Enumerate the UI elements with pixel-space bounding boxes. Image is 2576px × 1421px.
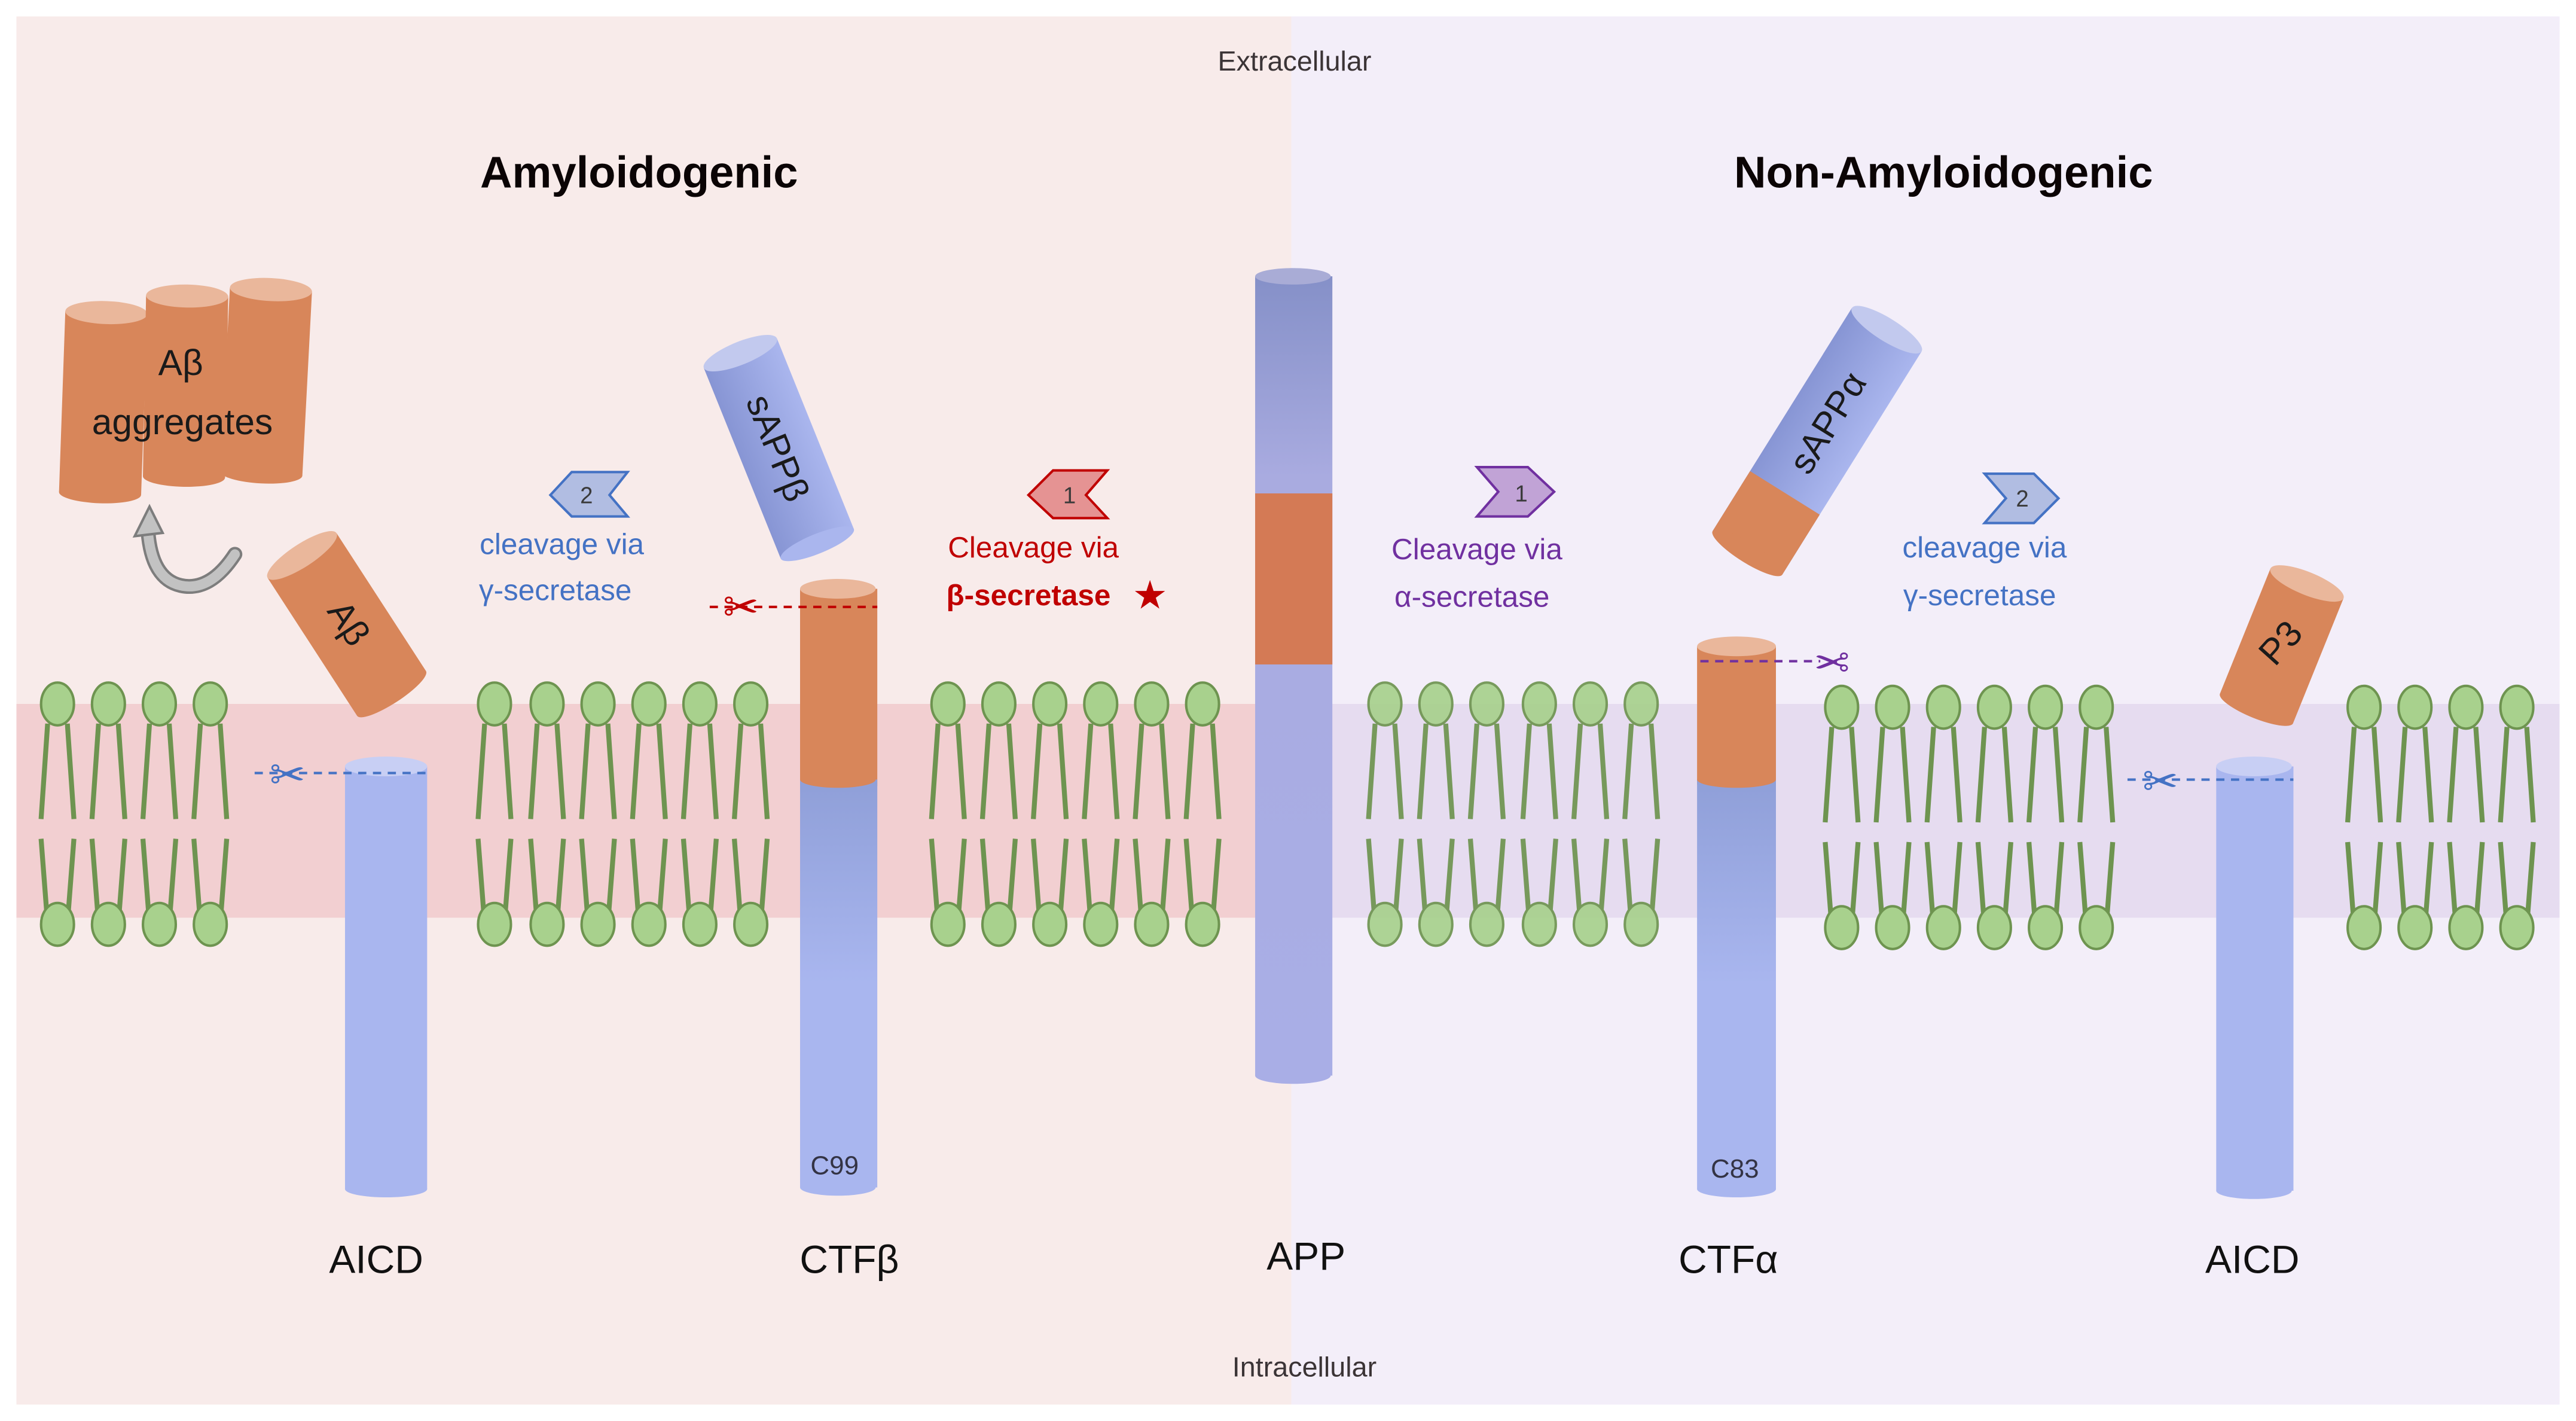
gamma-step-left-line2: γ-secretase [479, 574, 632, 607]
intracellular-label: Intracellular [1232, 1352, 1376, 1383]
alpha-step-line2: α-secretase [1394, 581, 1549, 614]
species-label-app: APP [1266, 1234, 1345, 1278]
scissors-icon: ✂ [1814, 639, 1849, 687]
amyloidogenic-title: Amyloidogenic [480, 147, 798, 197]
non-amyloidogenic-title: Non-Amyloidogenic [1734, 147, 2153, 197]
species-label-aicd-right: AICD [2205, 1237, 2300, 1281]
scissors-icon: ✂ [270, 751, 306, 799]
app-cylinder [1255, 268, 1333, 1084]
membrane-band-left [16, 704, 1292, 918]
ctfb-cylinder: C99 [709, 579, 878, 1196]
svg-text:2: 2 [580, 483, 593, 508]
gamma-step-left-line1: cleavage via [480, 528, 644, 561]
step-badge-beta: 1 [1026, 469, 1110, 520]
species-label-ctfb: CTFβ [799, 1237, 899, 1281]
aicd-right-cylinder [2127, 757, 2294, 1199]
gamma-step-right-line1: cleavage via [1902, 531, 2067, 564]
ctfa-cylinder: C83 [1697, 636, 1821, 1197]
step-badge-gamma-right: 2 [1982, 472, 2061, 525]
aggregates-label-line2: aggregates [92, 401, 273, 442]
scissors-icon: ✂ [2142, 758, 2178, 806]
gamma-step-right-line2: γ-secretase [1903, 579, 2056, 612]
step-badge-alpha: 1 [1474, 465, 1556, 518]
c99-label: C99 [810, 1151, 859, 1180]
beta-step-line1: Cleavage via [948, 531, 1119, 564]
p3-fragment: P3 [2220, 565, 2344, 726]
species-label-aicd-left: AICD [329, 1237, 423, 1281]
svg-text:2: 2 [2016, 486, 2028, 512]
aggregation-arrow-icon [132, 504, 243, 594]
abeta-aggregates: Aβ aggregates [59, 278, 312, 504]
extracellular-label: Extracellular [1218, 45, 1372, 77]
svg-text:1: 1 [1063, 483, 1076, 508]
star-icon: ★ [1133, 572, 1168, 617]
beta-step-line2: β-secretase [946, 579, 1110, 612]
aicd-left-cylinder [254, 757, 428, 1197]
abeta-fragment: Aβ [267, 531, 427, 718]
alpha-step-line1: Cleavage via [1391, 533, 1562, 566]
aggregates-label-line1: Aβ [158, 342, 203, 383]
scissors-icon: ✂ [723, 583, 759, 631]
svg-text:1: 1 [1515, 481, 1527, 507]
step-badge-gamma-left: 2 [548, 471, 630, 518]
species-label-ctfa: CTFα [1678, 1237, 1778, 1281]
c83-label: C83 [1711, 1154, 1759, 1184]
